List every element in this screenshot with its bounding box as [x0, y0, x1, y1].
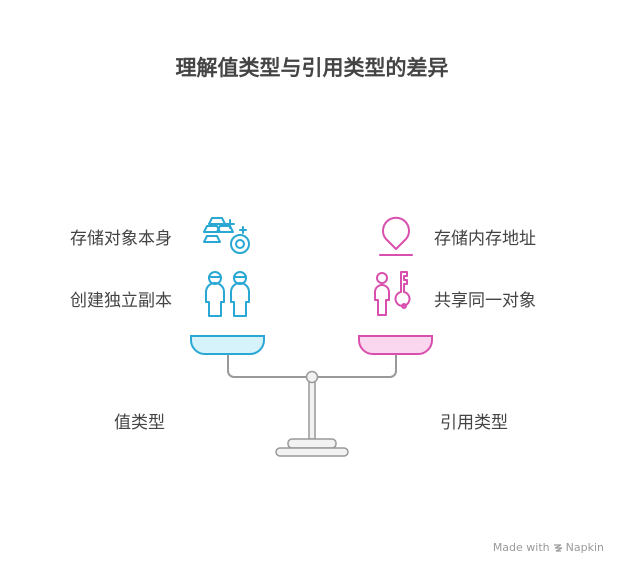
footer-attribution: Made with Napkin	[493, 541, 604, 554]
value-type-item-1: 存储对象本身	[70, 229, 172, 249]
scale-base-bottom	[275, 447, 349, 457]
reference-type-pan	[358, 335, 433, 355]
napkin-logo-icon	[553, 543, 562, 552]
diagram-title: 理解值类型与引用类型的差异	[175, 56, 449, 80]
value-type-item-2: 创建独立副本	[70, 291, 172, 311]
reference-type-item-1: 存储内存地址	[434, 229, 536, 249]
scale-base-top	[287, 438, 337, 449]
scale-pillar	[308, 380, 316, 440]
scale-pivot	[305, 370, 319, 384]
footer-brand: Napkin	[565, 541, 604, 554]
value-type-label: 值类型	[114, 413, 165, 433]
two-people-icon	[205, 271, 250, 317]
footer-prefix: Made with	[492, 541, 550, 554]
location-pin-icon	[379, 216, 413, 256]
reference-type-label: 引用类型	[440, 413, 508, 433]
gold-bars-coin-icon	[203, 217, 250, 254]
reference-type-item-2: 共享同一对象	[434, 291, 536, 311]
value-type-pan	[190, 335, 265, 355]
person-key-icon	[374, 271, 411, 316]
